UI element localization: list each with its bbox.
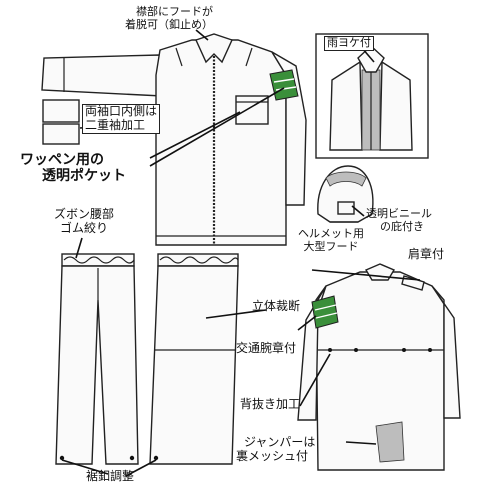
leader-back-vent [299, 353, 331, 407]
label-mesh-lining: ジャンパーは 裏メッシュ付 [236, 435, 316, 464]
pants-front-hem-button [59, 455, 65, 461]
leader-collar-hood [195, 29, 209, 41]
leader-hem-right [125, 459, 157, 477]
jacket-front [41, 33, 307, 246]
label-mesh-lining-line1: ジャンパーは [244, 435, 316, 449]
pants-side-elastic [159, 256, 239, 264]
label-waist-elastic-line1: ズボン腰部 [54, 207, 115, 221]
jacket-armband-stripe [273, 78, 295, 83]
leader-badge-pocket-2 [149, 87, 285, 167]
leader-mesh [345, 441, 377, 445]
back-vent-button [428, 348, 432, 352]
pants-side-waistband [157, 253, 239, 267]
jacket-body [155, 39, 287, 246]
pants-side [149, 253, 239, 465]
leader-armband [297, 315, 317, 331]
leader-badge-pocket [149, 111, 241, 159]
label-helmet-hood-line1: ヘルメット用 [298, 227, 364, 240]
leader-waist-elastic [75, 237, 83, 259]
label-collar-hood: 襟部にフードが 着脱可（釦止め） [125, 5, 213, 31]
pants-front-legs [55, 265, 139, 465]
back-armband-stripe [315, 312, 338, 319]
label-back-vent: 背抜き加工 [240, 397, 301, 411]
back-right-sleeve [431, 285, 461, 419]
label-double-sleeve-line2: 二重袖加工 [85, 117, 146, 132]
label-mesh-lining-line2: 裏メッシュ付 [236, 448, 309, 463]
jacket-armband-stripe [275, 86, 297, 91]
leader-clear-brim [351, 205, 365, 217]
pants-side-hem-button [153, 455, 159, 461]
label-badge-pocket: ワッペン用の 透明ポケット [20, 152, 126, 184]
label-3d-cut: 立体裁断 [252, 299, 301, 313]
back-vent-button [354, 348, 358, 352]
label-helmet-hood-line2: 大型フード [303, 239, 359, 253]
label-clear-vinyl-brim-line2: の庇付き [380, 219, 424, 233]
label-shoulder-strap: 肩章付 [408, 247, 445, 261]
back-mesh-lining [375, 421, 405, 463]
pants-front-elastic [63, 256, 135, 264]
left-shoulder-seam [175, 47, 183, 67]
label-waist-elastic: ズボン腰部 ゴム絞り [54, 207, 115, 236]
pants-front [55, 253, 139, 465]
label-rain-visor: 雨ヨケ付 [324, 36, 374, 51]
label-clear-vinyl-brim: 透明ビニール の庇付き [366, 207, 432, 233]
label-badge-pocket-line1: ワッペン用の [20, 152, 104, 168]
hood-tab [337, 201, 355, 215]
label-double-sleeve-line1: 両袖口内側は [85, 104, 158, 118]
label-helmet-hood: ヘルメット用 大型フード [298, 227, 364, 253]
back-armband [311, 295, 339, 329]
back-armband-stripe [314, 304, 337, 311]
jacket-collar [195, 33, 233, 64]
rain-visor-inset [315, 33, 429, 159]
label-clear-vinyl-brim-line1: 透明ビニール [366, 207, 432, 220]
back-vent-button [402, 348, 406, 352]
back-vent-button [328, 348, 332, 352]
jacket-back [297, 263, 461, 471]
label-waist-elastic-line2: ゴム絞り [60, 220, 109, 235]
label-collar-hood-line1: 襟部にフードが [136, 5, 213, 18]
jacket-left-sleeve [41, 54, 163, 97]
label-traffic-armband: 交通腕章付 [236, 341, 297, 355]
pants-front-hem-button [129, 455, 135, 461]
right-shoulder-seam [245, 47, 253, 67]
label-double-sleeve: 両袖口内側は 二重袖加工 [82, 104, 161, 134]
label-badge-pocket-line2: 透明ポケット [42, 168, 126, 185]
helmet-hood [317, 165, 374, 223]
label-hem-adjust: 裾釦調整 [86, 469, 135, 483]
hood-clear-brim [325, 171, 367, 187]
label-collar-hood-line2: 着脱可（釦止め） [125, 17, 213, 31]
leader-shoulder-strap [311, 269, 421, 281]
leader-hem-left [61, 459, 109, 475]
leader-3d-cut [205, 309, 267, 319]
pants-side-leg [149, 265, 239, 465]
double-cuff-inner [42, 123, 80, 145]
double-cuff-outer [42, 99, 80, 123]
